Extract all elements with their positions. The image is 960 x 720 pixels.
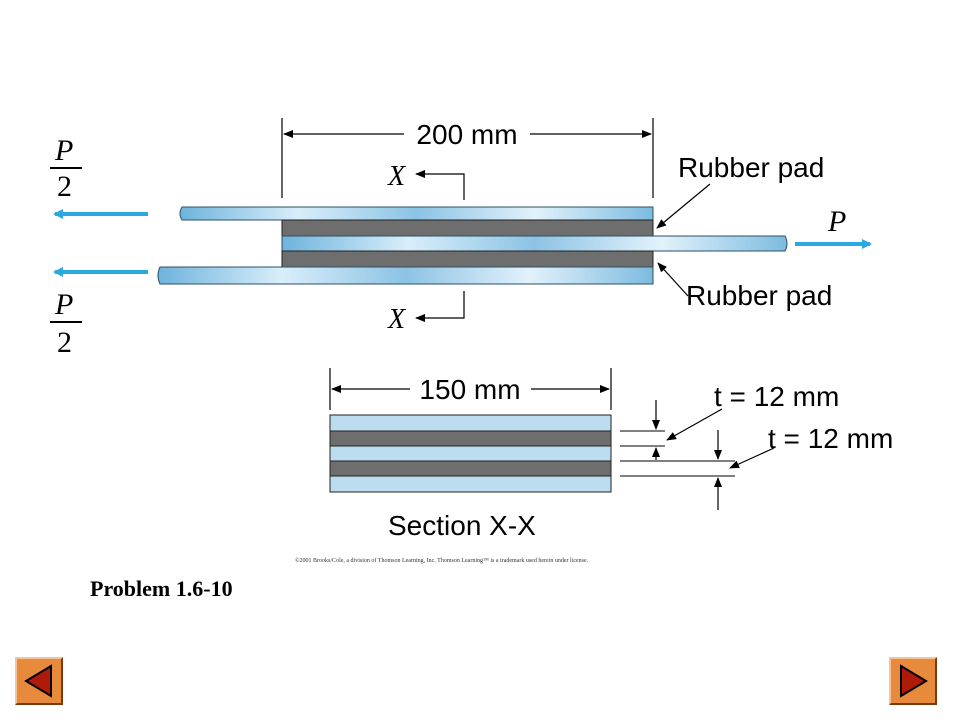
pad-leader-top — [656, 183, 711, 229]
section-top-plate — [329, 414, 612, 432]
next-slide-button[interactable] — [889, 657, 937, 705]
section-bottom-plate — [329, 475, 612, 493]
thickness-label-1: t = 12 mm — [714, 381, 839, 412]
bottom-rubber-pad — [281, 250, 654, 268]
left-load-top-denominator: 2 — [57, 170, 72, 203]
section-top-pad — [329, 430, 612, 447]
section-cross-section — [329, 414, 612, 493]
left-load-bottom-numerator: P — [54, 288, 73, 321]
bottom-plate — [157, 266, 654, 285]
section-marker-top: X — [387, 161, 406, 192]
triangle-right-icon — [900, 664, 928, 698]
top-plate — [179, 206, 654, 221]
thickness-leader-1 — [666, 408, 723, 441]
previous-slide-button[interactable] — [15, 657, 63, 705]
section-cut-top — [415, 170, 465, 200]
right-load-label: P — [827, 205, 846, 238]
pad-label-top: Rubber pad — [678, 152, 824, 183]
copyright-notice: ©2001 Brooks/Cole, a division of Thomson… — [295, 558, 589, 564]
section-title: Section X-X — [388, 510, 536, 541]
thickness-label-2: t = 12 mm — [768, 423, 893, 454]
section-marker-bottom: X — [387, 304, 406, 335]
section-bottom-pad — [329, 460, 612, 477]
length-label: 200 mm — [416, 119, 517, 150]
middle-plate — [281, 235, 788, 252]
top-rubber-pad — [281, 219, 654, 237]
section-middle-plate — [329, 445, 612, 462]
pad-label-bottom: Rubber pad — [686, 280, 832, 311]
thickness-leader-2 — [729, 447, 775, 469]
width-label: 150 mm — [419, 374, 520, 405]
section-cut-bottom — [415, 291, 465, 322]
left-load-top-numerator: P — [54, 134, 73, 167]
triangle-left-icon — [24, 664, 52, 698]
problem-label: Problem 1.6-10 — [90, 576, 233, 601]
pad-leader-bottom — [657, 262, 689, 297]
left-load-bottom-denominator: 2 — [57, 326, 72, 359]
